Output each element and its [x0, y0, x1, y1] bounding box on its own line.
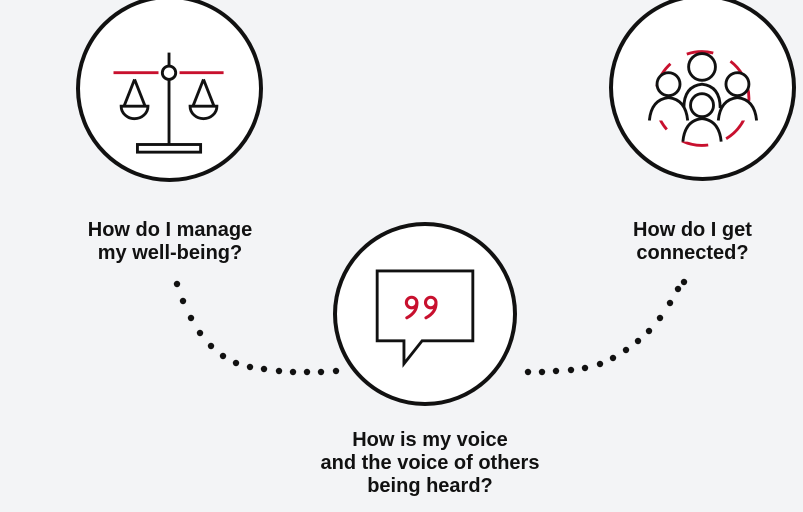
connector-dot: [581, 364, 589, 372]
voice-caption: How is my voice and the voice of others …: [300, 429, 560, 498]
connector-dot: [289, 368, 297, 376]
connector-dot: [275, 367, 283, 375]
well-being-circle: [76, 0, 263, 182]
connector-dot: [179, 297, 187, 305]
connector-dot: [524, 368, 532, 376]
connector-dot: [260, 365, 268, 373]
connector-dot: [666, 299, 674, 307]
caption-line: and the voice of others: [320, 452, 540, 474]
caption-line: How do I manage: [87, 219, 253, 241]
connector-dot: [246, 363, 254, 371]
connector-dot: [567, 366, 575, 374]
connected-caption: How do I get connected?: [585, 219, 800, 265]
connector-dot: [207, 342, 215, 350]
voice-circle: [333, 222, 517, 406]
connector-dot: [538, 368, 546, 376]
connector-dot: [634, 337, 642, 345]
connector-dot: [596, 360, 604, 368]
connector-dot: [674, 285, 682, 293]
scales-icon: [113, 52, 224, 154]
connector-dot: [552, 367, 560, 375]
connector-dot: [622, 346, 630, 354]
connector-dot: [317, 368, 325, 376]
connector-dot: [656, 314, 664, 322]
caption-line: How do I get: [633, 219, 752, 241]
connector-dot: [303, 368, 311, 376]
caption-line: being heard?: [367, 475, 493, 497]
connector-dot: [232, 359, 240, 367]
connector-dot: [219, 352, 227, 360]
connector-dot: [332, 367, 340, 375]
connector-dot: [609, 354, 617, 362]
caption-line: my well-being?: [97, 242, 243, 264]
speech-bubble-quote-icon: [375, 269, 475, 368]
connected-circle: [609, 0, 796, 181]
connector-dot: [173, 280, 181, 288]
caption-line: connected?: [636, 242, 749, 264]
connector-dot: [196, 329, 204, 337]
caption-line: How is my voice: [352, 429, 508, 451]
people-group-icon: [647, 50, 759, 147]
connector-dot: [187, 314, 195, 322]
connector-dot: [680, 278, 688, 286]
well-being-caption: How do I manage my well-being?: [40, 219, 300, 265]
connector-dot: [645, 327, 653, 335]
